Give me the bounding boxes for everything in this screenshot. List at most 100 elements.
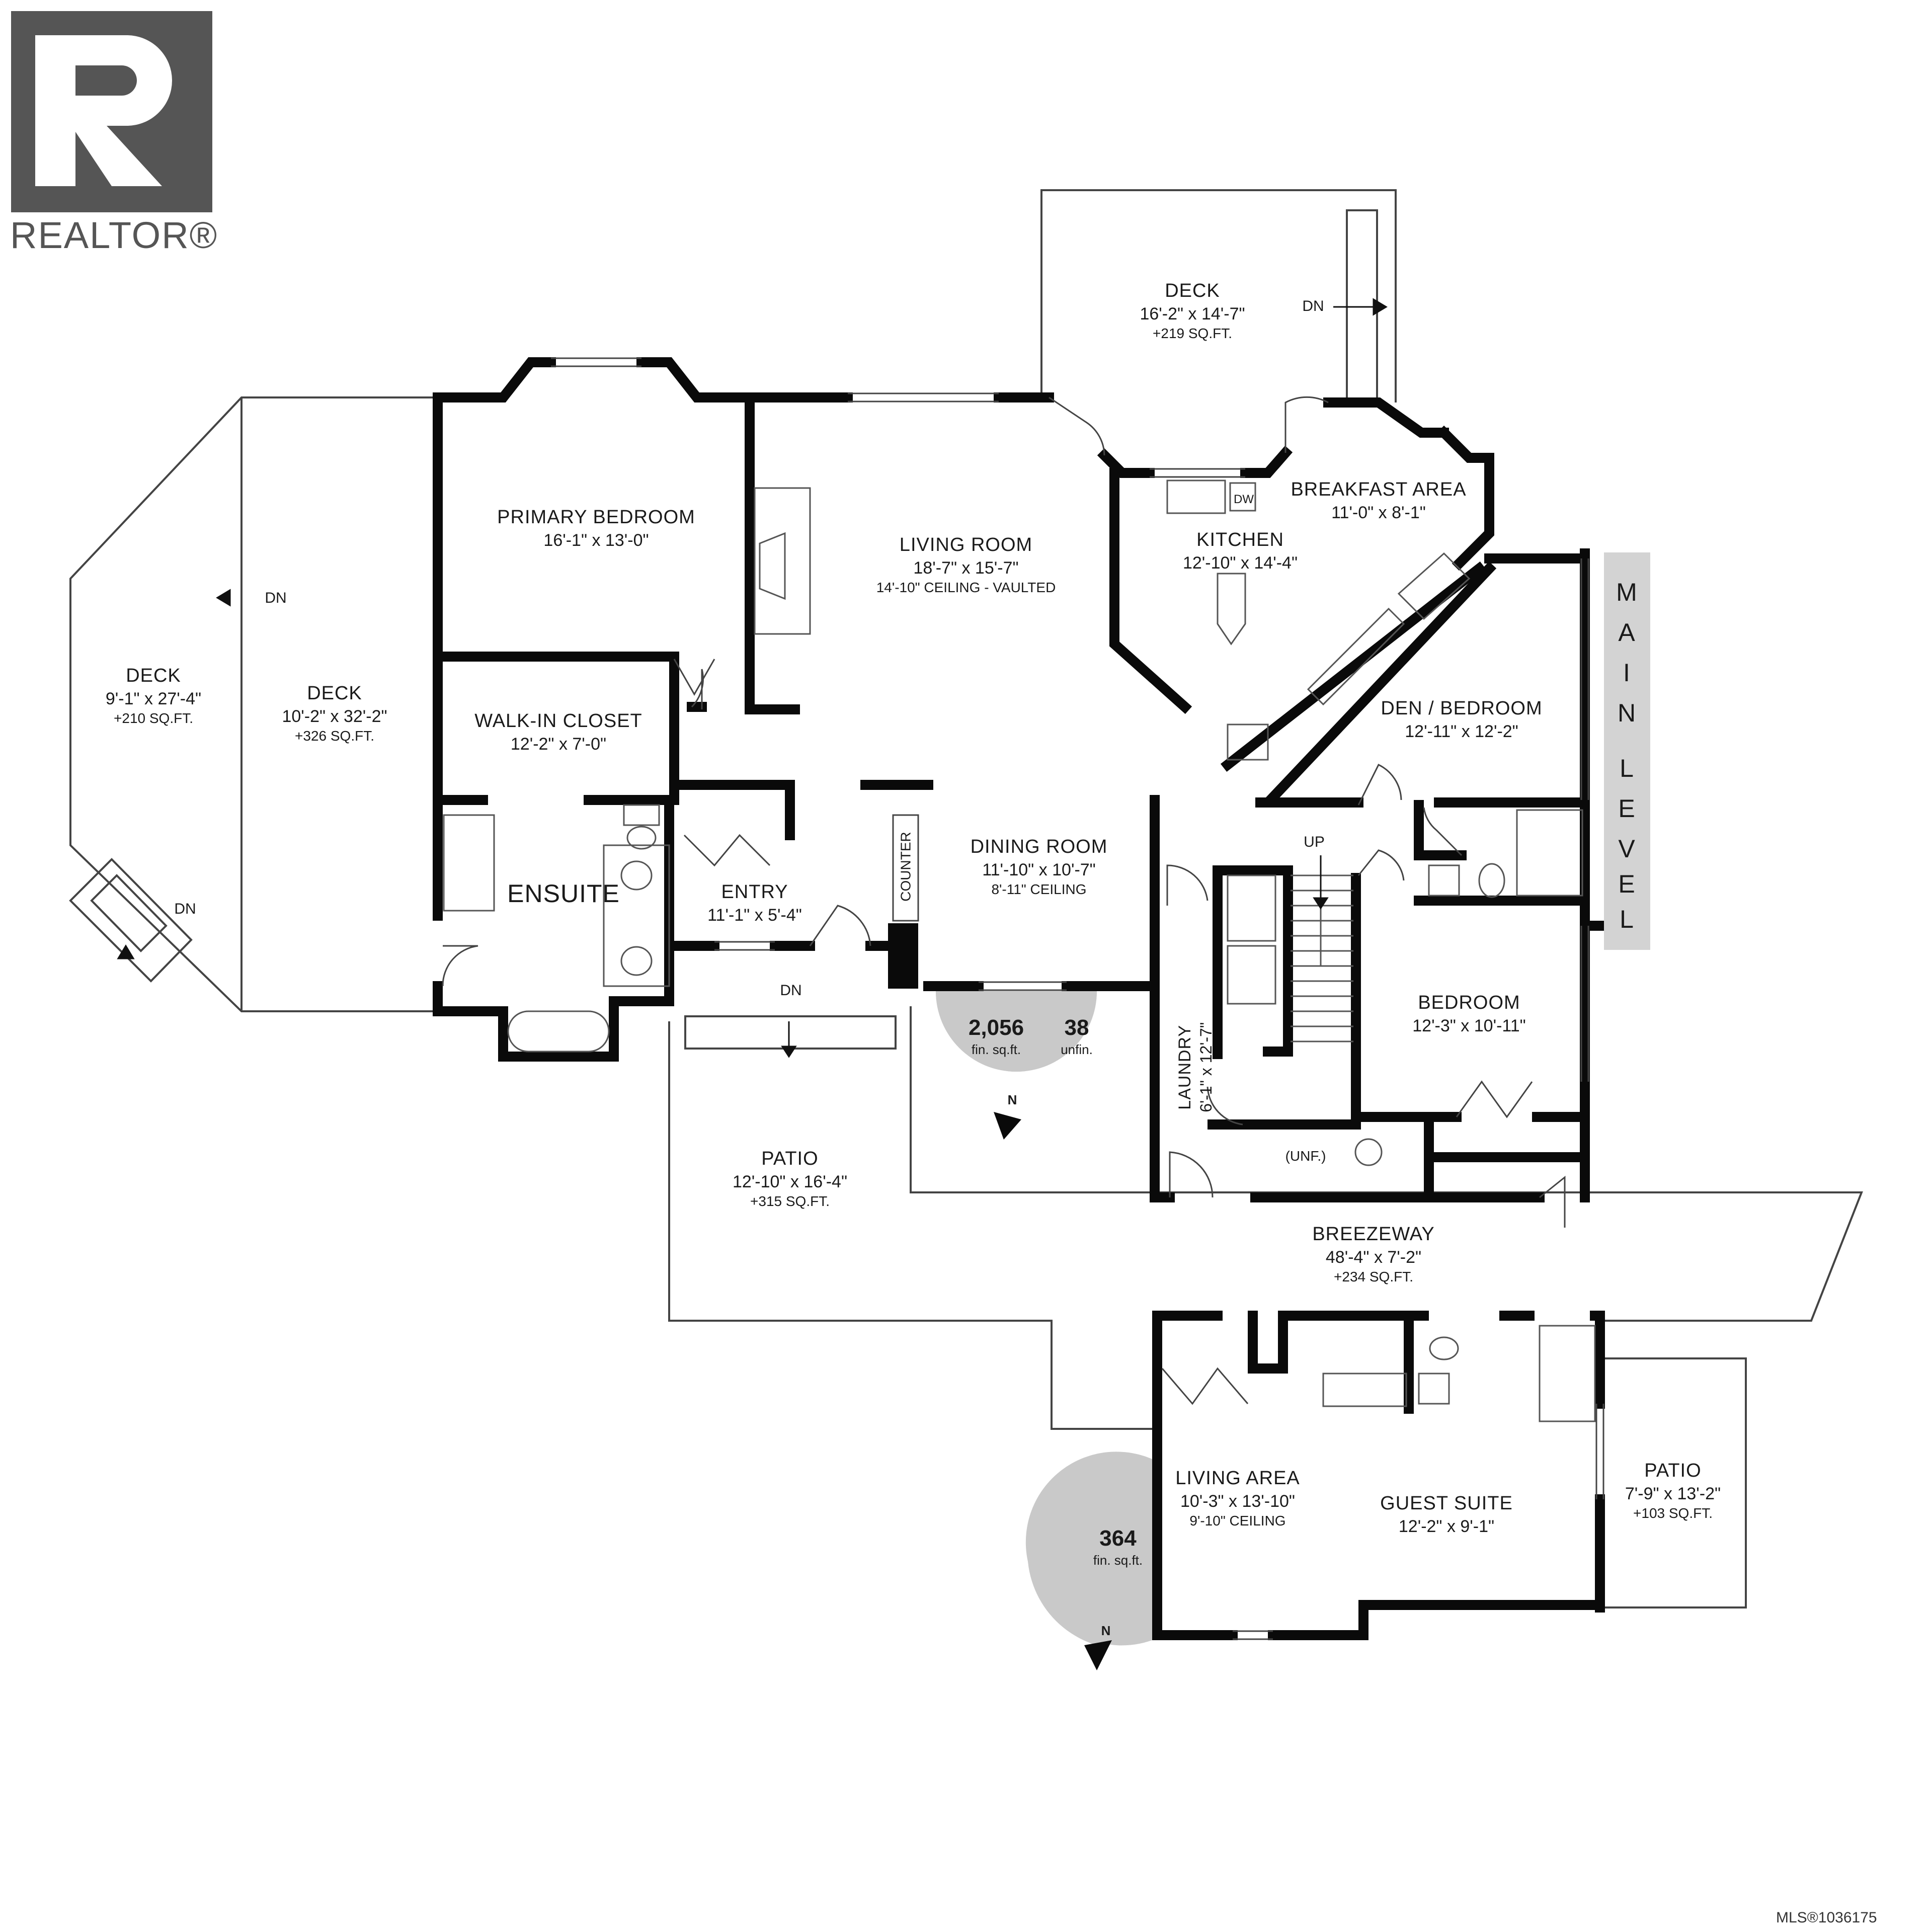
room-name: PRIMARY BEDROOM: [497, 507, 695, 528]
dn-marker-left-deck: DN: [265, 590, 287, 606]
room-dim: 7'-9" x 13'-2": [1625, 1484, 1721, 1503]
room-dim: 16'-2" x 14'-7": [1140, 304, 1245, 324]
room-patio-main: PATIO 12'-10" x 16'-4" +315 SQ.FT.: [733, 1147, 847, 1210]
north-label-main: N: [1007, 1092, 1017, 1107]
room-breezeway: BREEZEWAY 48'-4" x 7'-2" +234 SQ.FT.: [1312, 1223, 1434, 1285]
room-deck-far-left: DECK 9'-1" x 27'-4" +210 SQ.FT.: [106, 664, 201, 727]
room-dim: 18'-7" x 15'-7": [913, 558, 1019, 578]
level-letter: I: [1623, 659, 1631, 687]
suite-fin-value: 364: [1099, 1526, 1137, 1551]
main-level-label: M A I N L E V E L: [1604, 552, 1650, 950]
level-letter: M: [1616, 578, 1638, 606]
room-name: ENSUITE: [507, 879, 620, 908]
room-patio-small: PATIO 7'-9" x 13'-2" +103 SQ.FT.: [1625, 1459, 1721, 1522]
room-note: 8'-11" CEILING: [991, 881, 1087, 897]
room-guest-suite: GUEST SUITE 12'-2" x 9'-1": [1380, 1492, 1513, 1537]
room-living-room: LIVING ROOM 18'-7" x 15'-7" 14'-10" CEIL…: [876, 533, 1056, 596]
room-dim: 12'-3" x 10'-11": [1412, 1016, 1526, 1035]
level-letter: L: [1620, 754, 1635, 782]
main-fin-label: fin. sq.ft.: [971, 1042, 1021, 1057]
room-dim: 12'-11" x 12'-2": [1405, 721, 1518, 741]
room-dim: 10'-3" x 13'-10": [1180, 1491, 1296, 1511]
realtor-logo-mark: [11, 11, 212, 212]
fixtures: [443, 479, 1596, 1422]
room-dim: 11'-0" x 8'-1": [1331, 503, 1426, 522]
room-breakfast-area: BREAKFAST AREA 11'-0" x 8'-1": [1291, 478, 1466, 523]
dn-marker-entry-steps: DN: [780, 982, 802, 999]
room-area: +103 SQ.FT.: [1633, 1505, 1713, 1521]
main-unfin-value: 38: [1064, 1015, 1089, 1040]
room-name: LIVING ROOM: [899, 534, 1033, 555]
realtor-logo-text: REALTOR®: [10, 214, 218, 256]
counter-post: [888, 923, 918, 989]
room-name: PATIO: [1644, 1460, 1702, 1481]
room-area: +219 SQ.FT.: [1153, 326, 1232, 341]
up-marker-stairs: UP: [1304, 834, 1325, 850]
room-laundry: LAUNDRY 6'-1" x 12'-7": [1174, 1022, 1216, 1112]
room-primary-bedroom: PRIMARY BEDROOM 16'-1" x 13'-0": [497, 506, 695, 551]
room-name: DECK: [126, 665, 181, 686]
level-letter: A: [1618, 618, 1636, 647]
room-name: ENTRY: [721, 881, 788, 903]
room-dim: 12'-10" x 16'-4": [732, 1172, 848, 1191]
room-bedroom: BEDROOM 12'-3" x 10'-11": [1412, 991, 1526, 1036]
room-name: GUEST SUITE: [1380, 1493, 1513, 1514]
main-fin-sqft: 2,056 fin. sq.ft.: [969, 1014, 1024, 1058]
room-entry: ENTRY 11'-1" x 5'-4": [707, 880, 802, 926]
room-dim: 48'-4" x 7'-2": [1325, 1247, 1422, 1267]
room-den-bedroom: DEN / BEDROOM 12'-11" x 12'-2": [1381, 697, 1542, 742]
counter-outline: [892, 814, 919, 922]
room-name: DECK: [1165, 280, 1220, 301]
realtor-logo: [11, 11, 212, 215]
north-label-suite: N: [1101, 1623, 1111, 1638]
room-living-area: LIVING AREA 10'-3" x 13'-10" 9'-10" CEIL…: [1175, 1467, 1300, 1530]
room-kitchen: KITCHEN 12'-10" x 14'-4": [1183, 528, 1298, 574]
room-area: +315 SQ.FT.: [750, 1193, 830, 1209]
room-dining-room: DINING ROOM 11'-10" x 10'-7" 8'-11" CEIL…: [971, 835, 1108, 898]
windows: [551, 357, 1604, 1640]
room-dim: 6'-1" x 12'-7": [1196, 1022, 1215, 1112]
walls: [433, 357, 1605, 1640]
room-name: LAUNDRY: [1175, 1024, 1194, 1110]
room-dim: 16'-1" x 13'-0": [543, 530, 649, 550]
main-unfin-label: unfin.: [1061, 1042, 1093, 1057]
room-dim: 11'-1" x 5'-4": [707, 905, 802, 925]
room-dim: 9'-1" x 27'-4": [105, 689, 202, 708]
room-name: BREEZEWAY: [1312, 1224, 1435, 1245]
room-walk-in-closet: WALK-IN CLOSET 12'-2" x 7'-0": [474, 709, 642, 755]
room-name: DECK: [307, 683, 362, 704]
room-name: BEDROOM: [1418, 992, 1520, 1013]
suite-fin-label: fin. sq.ft.: [1093, 1553, 1143, 1568]
room-note: 9'-10" CEILING: [1189, 1513, 1286, 1528]
main-unfin-sqft: 38 unfin.: [1061, 1014, 1093, 1058]
room-name: DEN / BEDROOM: [1381, 698, 1543, 719]
counter-label: COUNTER: [898, 832, 914, 902]
room-note: 14'-10" CEILING - VAULTED: [876, 580, 1056, 595]
room-ensuite: ENSUITE: [507, 878, 620, 910]
room-deck-top: DECK 16'-2" x 14'-7" +219 SQ.FT.: [1140, 279, 1245, 342]
room-area: +210 SQ.FT.: [114, 710, 193, 726]
room-dim: 11'-10" x 10'-7": [982, 860, 1096, 879]
dn-marker-far-left-deck: DN: [174, 901, 196, 917]
level-letter: N: [1617, 699, 1637, 727]
suite-fin-sqft: 364 fin. sq.ft.: [1093, 1524, 1143, 1569]
level-letter: E: [1618, 870, 1636, 898]
dn-marker-top-deck: DN: [1302, 298, 1324, 314]
room-dim: 12'-2" x 9'-1": [1398, 1516, 1495, 1536]
level-letter: V: [1618, 835, 1636, 863]
room-name: DINING ROOM: [970, 836, 1108, 857]
outdoor-outlines: [69, 189, 1863, 1608]
north-compass-main: [936, 991, 1097, 1140]
north-compass-suite: [1025, 1452, 1152, 1670]
door-swings: [442, 396, 1566, 1405]
room-name: KITCHEN: [1196, 529, 1284, 550]
room-deck-left: DECK 10'-2" x 32'-2" +326 SQ.FT.: [282, 682, 387, 745]
level-letter: L: [1620, 905, 1635, 933]
room-name: LIVING AREA: [1175, 1468, 1300, 1489]
mls-number: MLS®1036175: [1776, 1909, 1877, 1926]
room-name: WALK-IN CLOSET: [474, 710, 642, 732]
level-letter: E: [1618, 794, 1636, 823]
room-dim: 12'-2" x 7'-0": [510, 734, 607, 754]
room-name: PATIO: [761, 1148, 819, 1169]
